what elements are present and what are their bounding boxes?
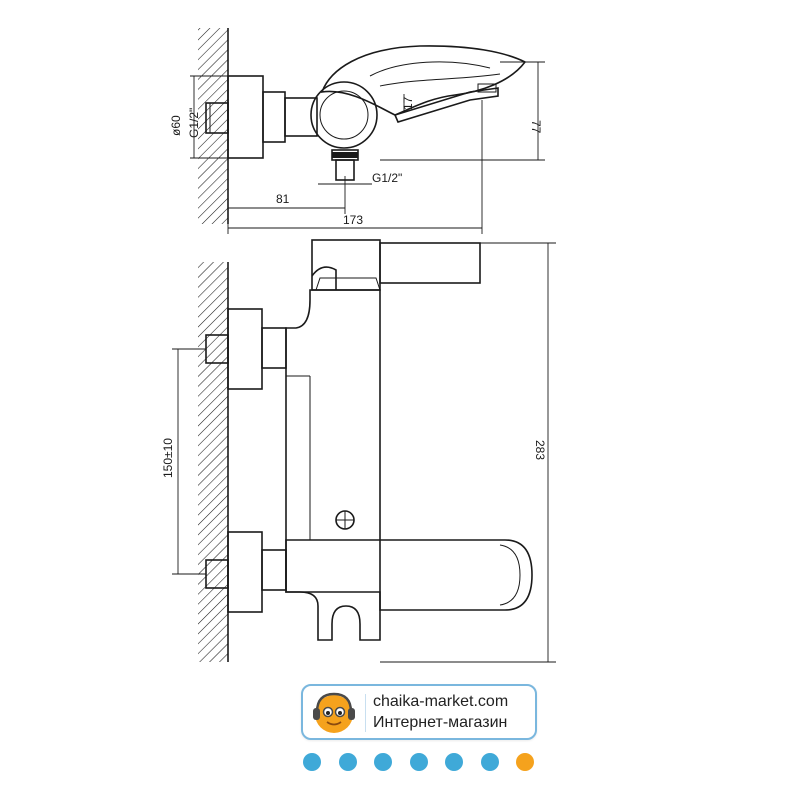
dim-angle-17: 17 [401, 96, 415, 110]
dim-depth-173: 173 [343, 213, 363, 227]
mixer-body-front [285, 289, 381, 641]
dot-blue [480, 753, 499, 771]
dim-dia-60: ø60 [169, 115, 183, 136]
wall-hatch-front [198, 262, 228, 662]
dim-height-77: 77 [529, 120, 543, 134]
dim-thread-bottom: G1/2" [372, 171, 402, 185]
technical-drawing: ø60 G1/2" 17 77 G1/2" 81 173 [161, 28, 556, 663]
logo-divider [365, 694, 366, 732]
dot-blue [445, 753, 463, 771]
mixer-body-top [310, 81, 378, 149]
store-logo-card[interactable]: chaika-market.com Интернет-магазин [301, 684, 537, 740]
dot-blue [338, 753, 357, 771]
wall-flange-top [227, 75, 264, 159]
dim-spacing-150: 150±10 [161, 438, 175, 478]
spout-front [285, 539, 533, 611]
store-domain[interactable]: chaika-market.com [373, 693, 509, 710]
dot-blue [303, 753, 321, 771]
front-view: 150±10 283 [161, 239, 556, 663]
dot-blue [374, 753, 392, 771]
lever-handle-front [379, 242, 481, 284]
mascot-icon [313, 692, 355, 733]
dot-orange [516, 753, 534, 771]
top-view: ø60 G1/2" 17 77 G1/2" 81 173 [169, 28, 545, 234]
dim-depth-81: 81 [276, 192, 290, 206]
dot-blue [409, 753, 428, 771]
dim-height-283: 283 [533, 440, 547, 460]
upper-flange [227, 308, 263, 390]
decorative-dots [303, 753, 543, 773]
wall-hatch-top [198, 28, 228, 224]
lever-cap [311, 239, 381, 291]
store-tagline: Интернет-магазин [373, 714, 508, 731]
lower-flange [227, 531, 263, 613]
dim-thread-left: G1/2" [187, 108, 201, 138]
